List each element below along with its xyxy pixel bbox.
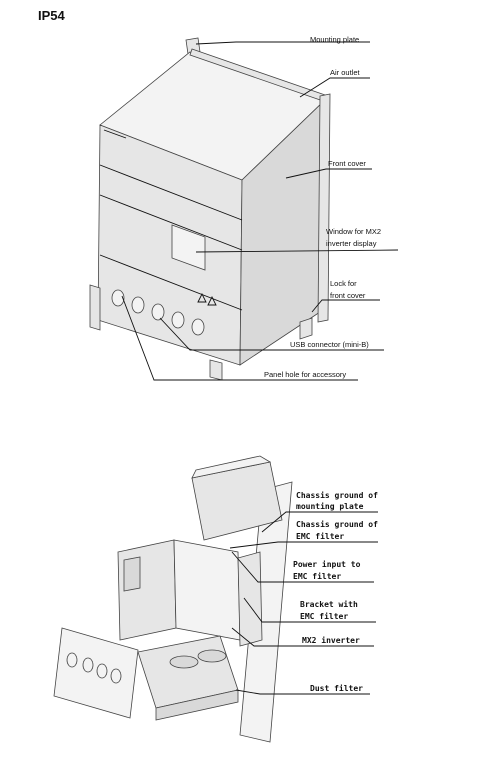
label-front-cover: Front cover: [328, 159, 366, 168]
label-lock-line2: front cover: [330, 291, 366, 300]
exploded-illustration: [53, 455, 293, 743]
enclosure-illustration: [89, 37, 331, 381]
label-power-input-line2: EMC filter: [293, 571, 341, 581]
label-dust-filter: Dust filter: [310, 683, 363, 693]
bottom-leader-lines: [229, 511, 378, 695]
label-air-outlet: Air outlet: [330, 68, 361, 77]
label-bracket-line2: EMC filter: [300, 611, 348, 621]
label-power-input-line1: Power input to: [293, 559, 361, 569]
top-leader-lines: [121, 41, 399, 381]
label-mx2-inverter: MX2 inverter: [302, 635, 360, 645]
label-bracket-line1: Bracket with: [300, 599, 358, 609]
label-window-line1: Window for MX2: [326, 227, 381, 236]
label-lock-line1: Lock for: [330, 279, 357, 288]
label-chassis-ground-emc-line1: Chassis ground of: [296, 519, 378, 529]
label-chassis-ground-plate-line1: Chassis ground of: [296, 490, 378, 500]
label-panel-hole: Panel hole for accessory: [264, 370, 346, 379]
label-chassis-ground-emc-line2: EMC filter: [296, 531, 344, 541]
page-heading: IP54: [38, 8, 65, 23]
label-mounting-plate: Mounting plate: [310, 35, 359, 44]
label-window-line2: inverter display: [326, 239, 377, 248]
label-usb-connector: USB connector (mini-B): [290, 340, 369, 349]
label-chassis-ground-plate-line2: mounting plate: [296, 501, 364, 511]
